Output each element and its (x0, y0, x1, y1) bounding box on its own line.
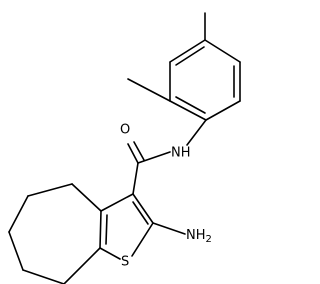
bond-thio-c3-c2-inner (132, 201, 149, 225)
bond-nh-carbonyl (137, 151, 171, 164)
bond-ring-g-inner (175, 46, 205, 66)
bonds (8, 12, 241, 284)
bond-c2-amino (152, 222, 186, 235)
bond-ring-b (204, 39, 241, 63)
bond-thio-c7a-c3a-inner (105, 214, 108, 245)
bond-thio-s-c7a (99, 247, 121, 260)
bond-cyclo-c (8, 195, 29, 233)
bond-carbonyl-o-1 (127, 143, 139, 164)
oxygen-label: O (120, 123, 130, 138)
bond-cyclo-d (8, 231, 24, 271)
molecule-diagram: O NH NH2 S (8, 12, 241, 284)
bond-thio-c3a-c3 (100, 193, 134, 212)
atom-labels: O NH NH2 S (120, 123, 212, 270)
structure-canvas: O NH NH2 S (8, 12, 241, 284)
bond-cyclo-f (63, 247, 101, 284)
bond-thio-c2-s (131, 222, 154, 257)
bond-ring-e-inner (175, 96, 206, 114)
amide-nh-label: NH (171, 146, 191, 161)
sulfur-label: S (121, 255, 129, 270)
bond-carbonyl-c3 (132, 162, 139, 195)
bond-cyclo-b (27, 183, 73, 197)
bond-carbonyl-o-2 (133, 141, 145, 161)
bond-ring-d (205, 100, 241, 121)
bond-methyl-ortho (127, 78, 171, 102)
bond-thio-c3-c2 (132, 193, 154, 224)
bond-thio-c7a-c3a (99, 210, 102, 249)
amino-label: NH2 (186, 228, 212, 246)
bond-cyclo-a (71, 183, 102, 212)
bond-cyclo-e (22, 269, 65, 284)
bond-ring-g (169, 39, 206, 63)
bond-ring-e (169, 100, 207, 121)
bond-aryl-nh (186, 119, 207, 146)
